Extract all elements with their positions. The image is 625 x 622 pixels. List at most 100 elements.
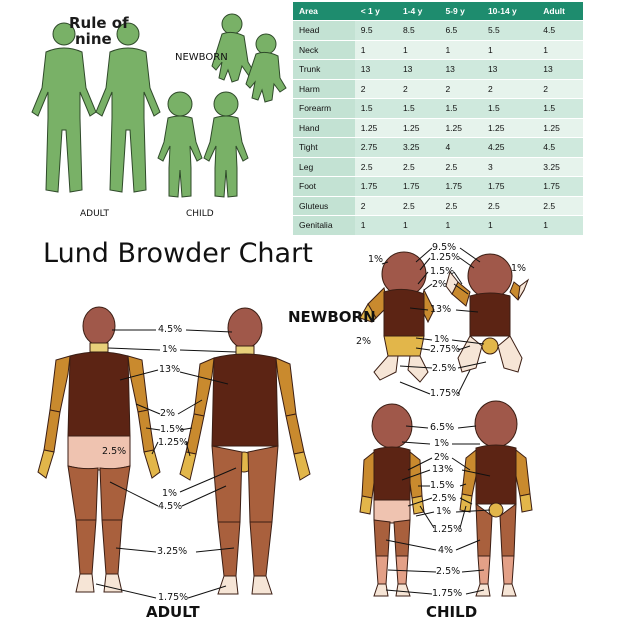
table-area-cell: Neck xyxy=(293,39,355,60)
rule-of-nine-figures xyxy=(31,13,287,198)
newborn-lb-label: NEWBORN xyxy=(288,308,376,326)
table-value-cell: 13 xyxy=(537,59,583,79)
child-gluteus-pct: 2.5% xyxy=(432,493,457,504)
table-value-cell: 9.5 xyxy=(354,20,397,40)
table-value-cell: 1 xyxy=(396,39,440,60)
newborn-front-trunk xyxy=(469,292,511,337)
adult-back-thigh-right xyxy=(99,465,131,521)
table-value-cell: 1.75 xyxy=(396,176,440,196)
adult-foot-pct: 1.75% xyxy=(158,592,189,603)
table-value-cell: 1.5 xyxy=(439,98,482,118)
newborn-figure-1 xyxy=(211,13,255,83)
table-value-cell: 13 xyxy=(439,59,482,79)
table-value-cell: 1 xyxy=(537,215,583,235)
adult-front-arm-right xyxy=(275,357,297,417)
newborn-front-leg-right xyxy=(497,335,523,373)
adult-front-hand-right xyxy=(293,451,311,481)
adult-front-forearm-left xyxy=(185,413,205,455)
child-back-leg-left xyxy=(375,555,389,585)
table-header-cell: Adult xyxy=(537,2,583,21)
adult-back-leg-left xyxy=(75,519,97,575)
child-back-trunk xyxy=(373,446,411,501)
newborn-front-figure xyxy=(445,253,530,373)
adult-back-arm-left xyxy=(49,355,71,413)
adult-front-arm-left xyxy=(193,357,215,417)
table-value-cell: 4.25 xyxy=(481,137,538,157)
adult-front-thigh-right xyxy=(247,445,279,523)
child-leg-pct: 2.5% xyxy=(436,566,461,577)
child-front-figure xyxy=(203,91,249,198)
table-value-cell: 4.5 xyxy=(537,20,583,40)
table-value-cell: 1.5 xyxy=(537,98,583,118)
adult-back-hand-left xyxy=(37,449,55,479)
table-area-cell: Forearm xyxy=(293,98,355,118)
table-value-cell: 13 xyxy=(396,59,440,79)
table-value-cell: 1.75 xyxy=(537,176,583,196)
newborn-back-trunk xyxy=(383,288,425,337)
table-area-cell: Harm xyxy=(293,78,355,99)
child-foot-pct: 1.75% xyxy=(432,588,463,599)
child-back-figure xyxy=(157,91,203,198)
table-value-cell: 2 xyxy=(396,78,440,99)
table-value-cell: 2.5 xyxy=(396,195,440,216)
newborn-leader-lines xyxy=(381,247,487,395)
rule-of-nine-child-label: CHILD xyxy=(186,209,214,219)
table-header-cell: 10-14 y xyxy=(481,2,538,21)
child-back-figure xyxy=(359,403,425,597)
newborn-leg-pct: 2.5% xyxy=(432,363,457,374)
newborn-hand-pct: 1% xyxy=(368,254,384,265)
adult-back-foot-left xyxy=(75,573,95,593)
table-value-cell: 2.5 xyxy=(439,156,482,177)
newborn-forearm-pct: 1.5% xyxy=(430,266,455,277)
table-value-cell: 1 xyxy=(354,215,397,235)
table-area-cell: Leg xyxy=(293,156,355,177)
adult-leg-pct: 3.25% xyxy=(157,546,188,557)
table-area-cell: Trunk xyxy=(293,59,355,79)
table-value-cell: 2 xyxy=(481,78,538,99)
child-arm-pct: 2% xyxy=(434,452,450,463)
table-header-cell: < 1 y xyxy=(354,2,397,21)
table-area-cell: Hand xyxy=(293,117,355,138)
table-header-cell: 5-9 y xyxy=(439,2,482,21)
child-lb-label: CHILD xyxy=(426,603,478,621)
newborn-gluteus-pct: 2% xyxy=(356,336,372,347)
adult-front-leg-right xyxy=(249,521,273,577)
adult-front-figure xyxy=(179,307,311,595)
child-front-hand-left xyxy=(459,493,473,513)
table-value-cell: 2.5 xyxy=(439,195,482,216)
child-front-head xyxy=(474,400,518,448)
table-value-cell: 1.25 xyxy=(537,117,583,138)
rule-of-nine-title-line2: nine xyxy=(75,30,112,48)
newborn-back-figure xyxy=(359,251,435,383)
adult-back-leg-right xyxy=(101,519,123,575)
newborn-foot-pct: 1.75% xyxy=(430,388,461,399)
table-header-cell: 1-4 y xyxy=(396,2,440,21)
table-value-cell: 2.5 xyxy=(537,195,583,216)
table-value-cell: 2 xyxy=(537,78,583,99)
adult-back-figure xyxy=(37,306,161,593)
adult-leader-lines xyxy=(95,329,237,599)
adult-gluteus-pct: 2.5% xyxy=(102,446,127,457)
table-value-cell: 1.75 xyxy=(439,176,482,196)
newborn-hand-right-pct: 1% xyxy=(511,263,527,274)
newborn-genitalia-pct: 1% xyxy=(434,334,450,345)
newborn-front-leg-left xyxy=(457,335,483,373)
child-back-gluteus xyxy=(373,499,411,524)
table-value-cell: 13 xyxy=(354,59,397,79)
adult-front-forearm-right xyxy=(285,413,305,455)
table-value-cell: 1 xyxy=(537,39,583,60)
adult-thigh-pct: 4.5% xyxy=(158,501,183,512)
child-hand-pct: 1.25% xyxy=(432,524,463,535)
rule-of-nine-panel: Rule of nine NEWBORN ADULT CHILD xyxy=(0,0,290,228)
table-value-cell: 1.25 xyxy=(396,117,440,138)
adult-forearm-pct: 1.5% xyxy=(160,424,185,435)
adult-back-arm-right xyxy=(127,355,149,413)
table-value-cell: 1.25 xyxy=(354,117,397,138)
table-value-cell: 2.75 xyxy=(354,137,397,157)
